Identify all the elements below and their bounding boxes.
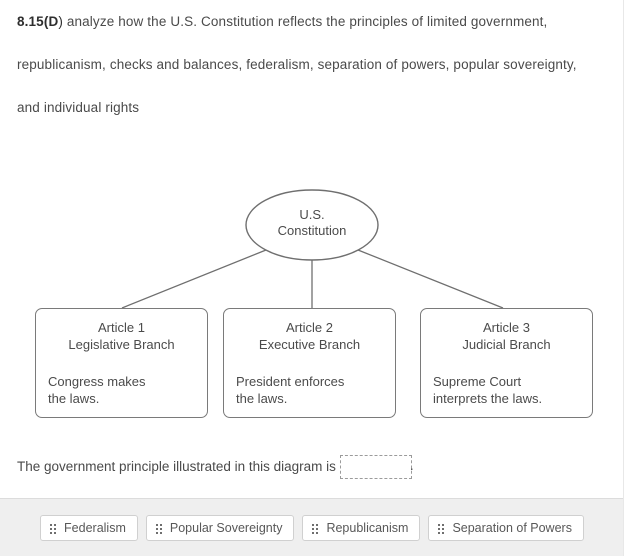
answer-option-label: Federalism xyxy=(64,520,126,535)
drag-handle-icon[interactable] xyxy=(50,523,57,534)
branch-box-article-2: Article 2 Executive Branch President enf… xyxy=(223,308,396,418)
answer-option-popular-sovereignty[interactable]: Popular Sovereignty xyxy=(145,514,295,541)
answer-option-label: Popular Sovereignty xyxy=(169,520,283,535)
connector-to-article-3 xyxy=(357,249,504,309)
branch-body-article-2: President enforces the laws. xyxy=(236,374,345,406)
root-node-label: U.S. Constitution xyxy=(277,207,347,238)
teks-code-suffix: ) xyxy=(58,14,63,29)
question-stem-text: analyze how the U.S. Constitution reflec… xyxy=(17,14,577,115)
answer-option-federalism[interactable]: Federalism xyxy=(40,514,138,541)
teks-code-prefix: 8.15( xyxy=(17,14,49,29)
answer-option-republicanism[interactable]: Republicanism xyxy=(302,514,421,541)
drag-handle-icon[interactable] xyxy=(438,523,445,534)
answer-sentence: The government principle illustrated in … xyxy=(17,452,607,482)
branch-body-article-1: Congress makes the laws. xyxy=(48,374,146,406)
answer-prompt-text: The government principle illustrated in … xyxy=(17,459,336,474)
teks-code-letter: D xyxy=(48,14,59,29)
drag-handle-icon[interactable] xyxy=(155,523,163,534)
answer-dropzone[interactable] xyxy=(339,455,412,479)
branch-box-article-1: Article 1 Legislative Branch Congress ma… xyxy=(35,308,208,418)
answer-option-label: Republicanism xyxy=(326,520,409,535)
answer-bank: Federalism Popular Sovereignty Republica… xyxy=(0,498,623,556)
branch-box-article-3: Article 3 Judicial Branch Supreme Court … xyxy=(420,308,593,418)
answer-option-separation-of-powers[interactable]: Separation of Powers xyxy=(428,514,584,541)
branch-body-article-3: Supreme Court interprets the laws. xyxy=(433,374,543,406)
drag-handle-icon[interactable] xyxy=(312,523,319,534)
teks-code: 8.15(D) xyxy=(17,14,63,29)
constitution-diagram: U.S. Constitution Article 1 Legislative … xyxy=(0,170,623,435)
branch-title-article-2: Article 2 Executive Branch xyxy=(258,320,361,352)
answer-option-label: Separation of Powers xyxy=(452,520,572,535)
answer-sentence-period: . xyxy=(409,458,414,473)
connector-to-article-1 xyxy=(121,249,267,309)
question-stem: 8.15(D) analyze how the U.S. Constitutio… xyxy=(17,0,597,129)
branch-title-article-1: Article 1 Legislative Branch xyxy=(68,320,175,352)
branch-title-article-3: Article 3 Judicial Branch xyxy=(462,320,551,352)
diagram-connectors-svg xyxy=(121,189,504,309)
